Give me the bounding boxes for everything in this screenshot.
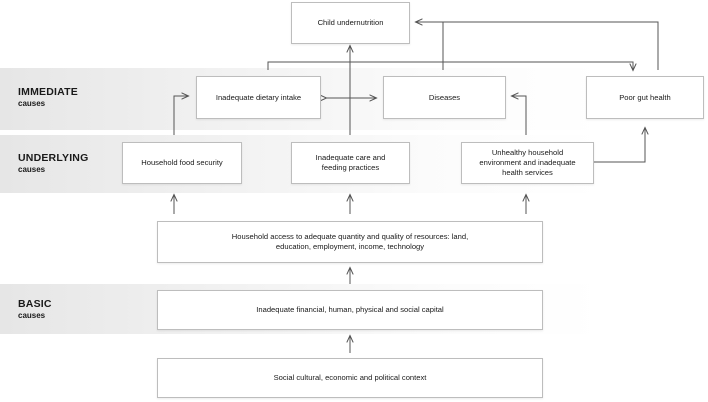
arrow-environment-to-diseases: [512, 96, 527, 135]
household-access-box: Household access to adequate quantity an…: [157, 221, 543, 263]
arrow-diseases-to-undernutrition: [416, 22, 444, 70]
household-food-security-box: Household food security: [122, 142, 242, 184]
basic-sub: causes: [18, 311, 46, 321]
inadequate-capital-text: Inadequate financial, human, physical an…: [256, 305, 444, 315]
arrow-dietary-to-gut-health: [267, 61, 633, 70]
arrow-environment-to-gut-health: [594, 128, 645, 163]
social-context-text: Social cultural, economic and political …: [273, 373, 427, 383]
diseases-box: Diseases: [383, 76, 506, 119]
underlying-level-label: UNDERLYING causes: [18, 152, 88, 174]
inadequate-dietary-intake-box: Inadequate dietary intake: [196, 76, 321, 119]
inadequate-care-box: Inadequate care and feeding practices: [291, 142, 410, 184]
diseases-text: Diseases: [428, 92, 461, 102]
unhealthy-environment-box: Unhealthy household environment and inad…: [461, 142, 594, 184]
immediate-level-label: IMMEDIATE causes: [18, 86, 78, 108]
child-undernutrition-text: Child undernutrition: [317, 18, 384, 28]
unhealthy-environment-text: Unhealthy household environment and inad…: [479, 148, 576, 177]
household-access-text: Household access to adequate quantity an…: [231, 232, 469, 251]
basic-title: BASIC: [18, 298, 52, 310]
basic-level-label: BASIC causes: [18, 298, 52, 320]
poor-gut-health-text: Poor gut health: [619, 92, 671, 102]
underlying-title: UNDERLYING: [18, 152, 89, 164]
inadequate-care-text: Inadequate care and feeding practices: [315, 153, 386, 172]
immediate-sub: causes: [18, 99, 46, 109]
inadequate-capital-box: Inadequate financial, human, physical an…: [157, 290, 543, 330]
line-gut-health-up: [443, 21, 659, 70]
inadequate-dietary-intake-text: Inadequate dietary intake: [215, 92, 302, 102]
underlying-sub: causes: [18, 165, 46, 175]
household-food-security-text: Household food security: [141, 158, 223, 168]
immediate-title: IMMEDIATE: [18, 86, 78, 98]
child-undernutrition-box: Child undernutrition: [291, 2, 410, 44]
social-context-box: Social cultural, economic and political …: [157, 358, 543, 398]
poor-gut-health-box: Poor gut health: [586, 76, 704, 119]
arrow-food-security-to-dietary: [173, 96, 188, 135]
